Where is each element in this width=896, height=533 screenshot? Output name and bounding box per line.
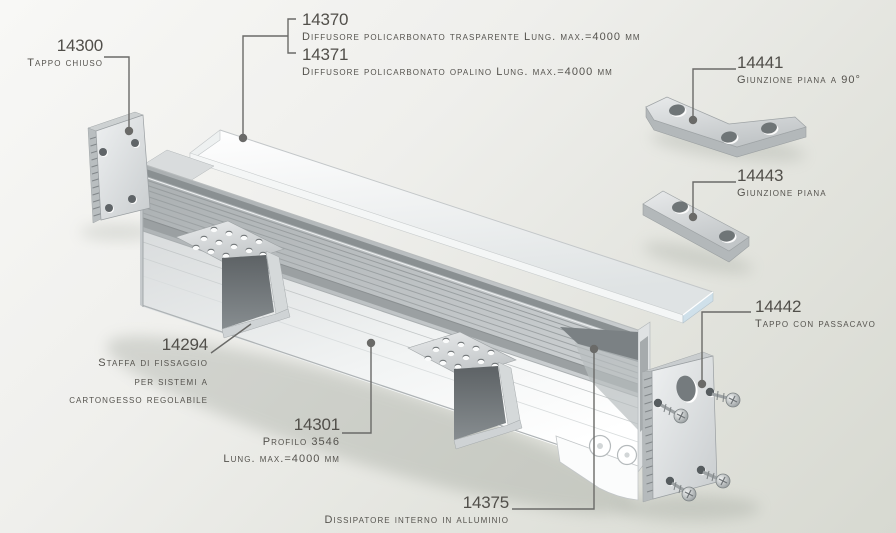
part-code: 14375 — [462, 493, 509, 512]
joint-holes — [669, 104, 779, 145]
cable-hole — [676, 375, 698, 403]
part-description: Tappo con passacavo — [755, 318, 876, 330]
leader-lines — [104, 18, 751, 510]
part-description: Staffa di fissaggio — [98, 357, 208, 369]
part-code: 14370 — [302, 10, 349, 29]
part-description: Dissipatore interno in alluminio — [324, 514, 509, 526]
part-code: 14301 — [293, 415, 340, 434]
part-description: Diffusore policarbonato trasparente Lung… — [302, 31, 641, 43]
part-code: 14441 — [737, 53, 784, 72]
part-description: Profilo 3546 — [262, 436, 340, 448]
bracket-drawing — [175, 220, 291, 339]
heatsink-drawing — [555, 434, 639, 501]
joint-plate-flat-drawing — [642, 190, 750, 263]
end-cap-closed-drawing — [87, 111, 151, 224]
bracket-holes — [192, 226, 267, 263]
label-bracket: 14294 Staffa di fissaggio per sistemi a … — [69, 336, 208, 410]
label-cap-closed: 14300 Tappo chiuso — [27, 37, 103, 72]
screws — [660, 390, 741, 502]
part-description: cartongesso regolabile — [69, 394, 208, 406]
part-description: Lung. max.=4000 mm — [223, 453, 340, 465]
label-profile: 14301 Profilo 3546 Lung. max.=4000 mm — [223, 416, 340, 468]
label-heatsink: 14375 Dissipatore interno in alluminio — [324, 494, 509, 529]
diffuser-drawing — [189, 129, 714, 324]
cap-screw-holes — [99, 139, 140, 213]
label-diffusers: 14370 Diffusore policarbonato trasparent… — [302, 11, 641, 81]
part-description: Tappo chiuso — [27, 57, 103, 69]
part-code: 14300 — [56, 36, 103, 55]
joint-holes — [672, 201, 737, 244]
label-joint-90: 14441 Giunzione piana a 90° — [737, 54, 861, 89]
part-description: per sistemi a — [134, 375, 208, 388]
part-code: 14294 — [161, 335, 208, 354]
part-code: 14442 — [755, 297, 802, 316]
label-joint-flat: 14443 Giunzione piana — [737, 167, 827, 202]
part-code: 14443 — [737, 166, 784, 185]
label-cap-cable: 14442 Tappo con passacavo — [755, 298, 876, 333]
part-description: Diffusore policarbonato opalino Lung. ma… — [302, 66, 613, 78]
end-cap-cable-drawing — [641, 351, 741, 503]
joint-plate-90-drawing — [645, 96, 807, 158]
part-description: Giunzione piana a 90° — [737, 74, 861, 86]
part-code: 14371 — [302, 45, 349, 64]
leader-dots — [124, 115, 707, 389]
part-description: Giunzione piana — [737, 187, 827, 199]
